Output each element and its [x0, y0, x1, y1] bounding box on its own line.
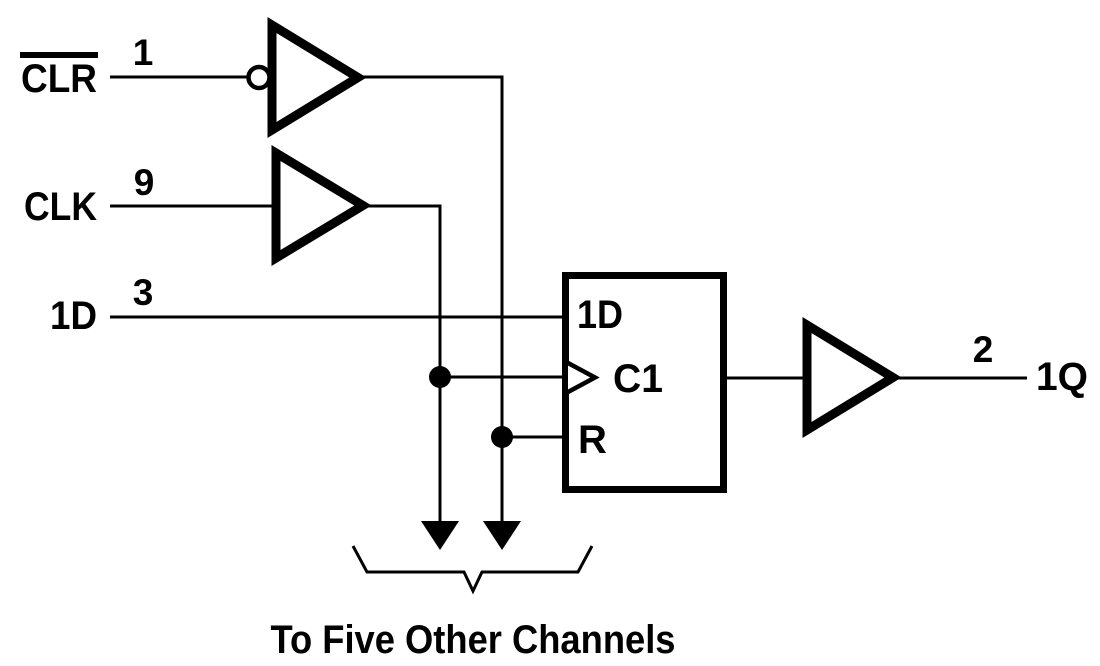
clr-signal-label: CLR	[21, 57, 97, 101]
underbrace-icon	[351, 545, 594, 595]
d-signal-label: 1D	[50, 294, 97, 338]
clr-overline	[20, 52, 98, 58]
diagram-caption: To Five Other Channels	[271, 618, 676, 662]
clk-signal-label: CLK	[24, 185, 97, 229]
down-arrow-icon	[421, 521, 459, 550]
inverting-buffer-icon	[267, 16, 367, 139]
ff-data-input-label: 1D	[577, 293, 623, 337]
ff-clock-input-label: C1	[613, 357, 663, 401]
down-arrow-icon	[483, 521, 521, 550]
dynamic-input-wedge-icon	[566, 361, 600, 394]
inversion-bubble-icon	[246, 64, 272, 91]
q-pin-number: 2	[973, 329, 994, 370]
buffer-icon	[271, 145, 372, 266]
q-signal-label: 1Q	[1036, 355, 1088, 399]
clr-pin-number: 1	[133, 32, 154, 73]
clear-junction-dot	[491, 426, 513, 448]
ff-reset-input-label: R	[578, 418, 607, 462]
d-pin-number: 3	[133, 272, 154, 313]
clock-junction-dot	[429, 366, 451, 388]
d-flip-flop-box	[562, 272, 727, 493]
clr-buffer-output-wire	[358, 75, 504, 527]
clk-buffer-output-wire	[363, 204, 442, 527]
buffer-icon	[802, 316, 902, 439]
clk-pin-number: 9	[134, 162, 155, 203]
